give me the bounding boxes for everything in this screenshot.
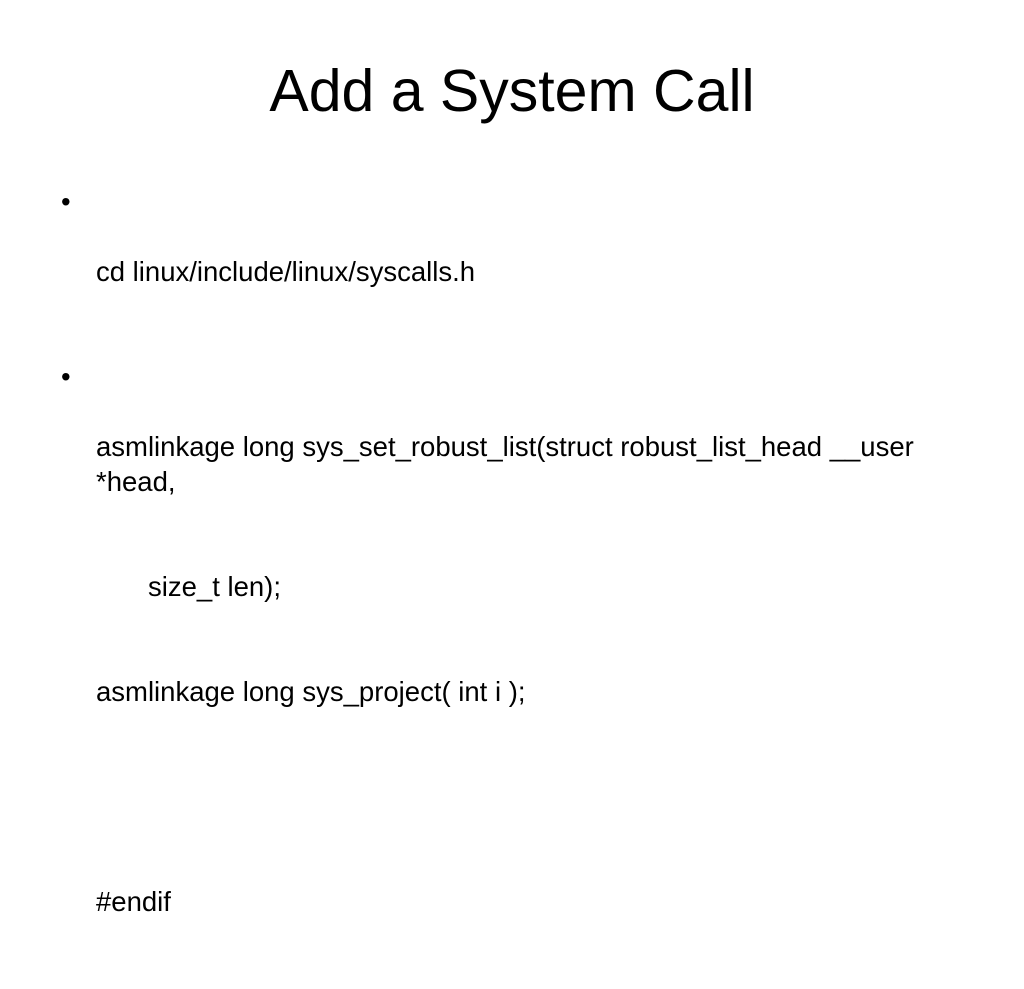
list-item: • cd linux/include/linux/syscalls.h	[56, 184, 986, 359]
bullet-text-group: asmlinkage long sys_set_robust_list(stru…	[96, 359, 986, 989]
page-title: Add a System Call	[269, 58, 755, 124]
slide-body: • cd linux/include/linux/syscalls.h • as…	[56, 184, 986, 989]
bullet-text-group: cd linux/include/linux/syscalls.h	[96, 184, 986, 359]
bullet-icon: •	[61, 361, 71, 392]
bullet-line-sys-project: asmlinkage long sys_project( int i );	[96, 676, 526, 707]
bullet-line-size-t-len: size_t len);	[148, 571, 281, 602]
bullet-icon: •	[61, 186, 71, 217]
bullet-line-blank	[96, 779, 986, 814]
list-item: • asmlinkage long sys_set_robust_list(st…	[56, 359, 986, 989]
bullet-line-cd-command: cd linux/include/linux/syscalls.h	[96, 256, 476, 287]
bullet-line-sys-set-robust-list: asmlinkage long sys_set_robust_list(stru…	[96, 431, 922, 497]
slide-canvas: Add a System Call • cd linux/include/lin…	[61, 58, 914, 917]
bullet-line-endif: #endif	[96, 886, 171, 917]
